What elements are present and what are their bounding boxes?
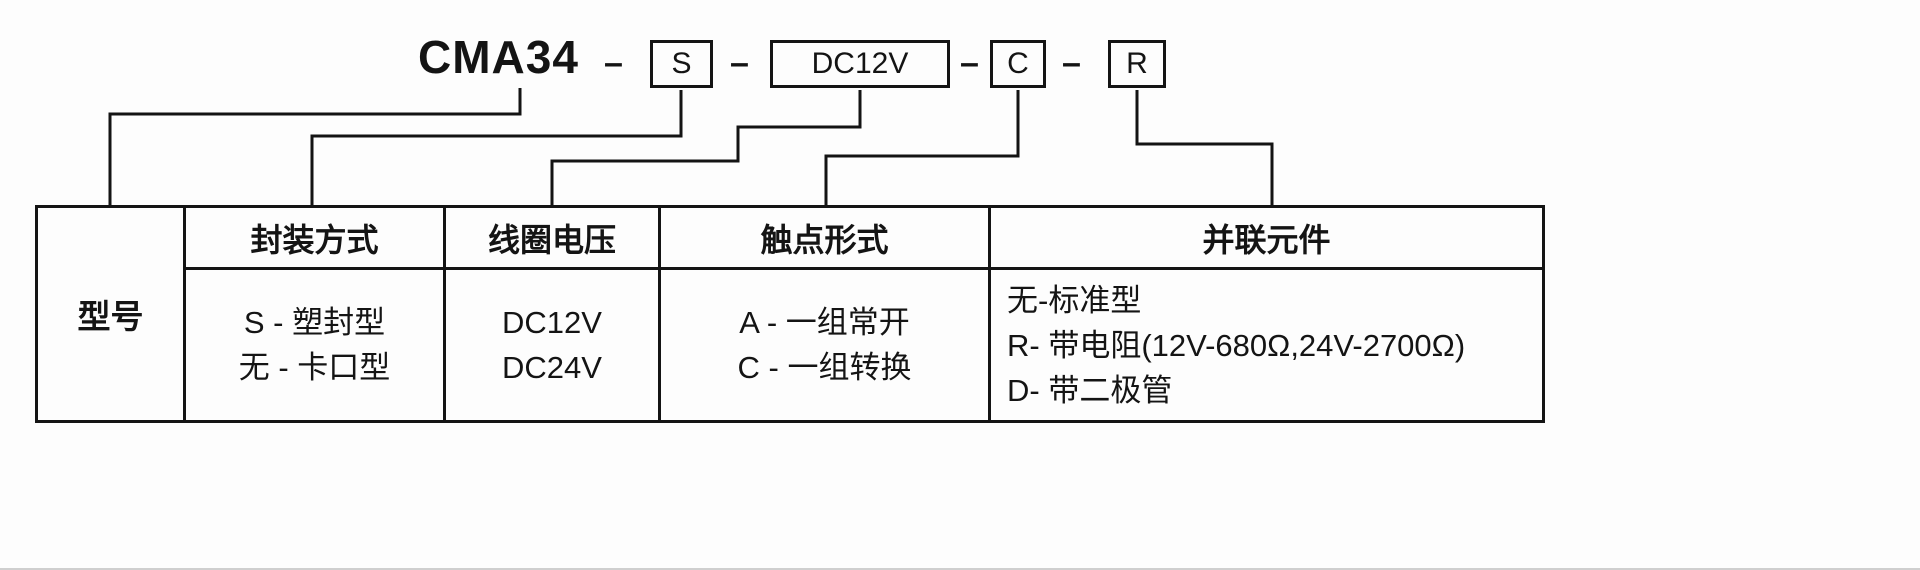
column-contact-form-body: A - 一组常开 C - 一组转换 [661,270,988,420]
column-model-header: 型号 [77,298,144,335]
connector-contact-form [824,90,1020,208]
table-cell: DC12V [502,305,602,340]
connector-model [108,88,522,208]
table-cell: 无-标准型 [1007,282,1142,318]
column-contact-form-header: 触点形式 [661,208,988,270]
table-cell: R- 带电阻(12V-680Ω,24V-2700Ω) [1007,327,1466,363]
table-cell: S - 塑封型 [243,305,386,340]
code-box-coil-voltage: DC12V [770,40,950,88]
code-box-package: S [650,40,713,88]
dash-separator: – [1062,44,1081,82]
column-coil-voltage-header: 线圈电压 [446,208,658,270]
table-cell: C - 一组转换 [737,350,912,385]
column-package-body: S - 塑封型 无 - 卡口型 [186,270,443,420]
model-name: CMA34 [418,31,579,83]
dash-separator: – [730,44,749,82]
table-cell: DC24V [502,350,602,385]
connector-package [310,90,683,208]
table-cell: D- 带二极管 [1007,372,1173,408]
column-parallel-element: 并联元件 无-标准型 R- 带电阻(12V-680Ω,24V-2700Ω) D-… [988,208,1542,420]
column-package-header: 封装方式 [186,208,443,270]
code-box-contact-form: C [990,40,1046,88]
table-cell: 无 - 卡口型 [238,350,391,385]
spec-table: 型号 封装方式 S - 塑封型 无 - 卡口型 线圈电压 DC12V DC24V… [35,205,1545,423]
connector-coil-voltage [550,90,862,208]
column-contact-form: 触点形式 A - 一组常开 C - 一组转换 [658,208,988,420]
code-box-parallel-element: R [1108,40,1166,88]
column-coil-voltage: 线圈电压 DC12V DC24V [443,208,658,420]
column-coil-voltage-body: DC12V DC24V [446,270,658,420]
column-model: 型号 [38,208,183,420]
dash-separator: – [960,44,979,82]
column-parallel-element-body: 无-标准型 R- 带电阻(12V-680Ω,24V-2700Ω) D- 带二极管 [991,270,1542,420]
page-edge-line [0,568,1920,570]
column-parallel-element-header: 并联元件 [991,208,1542,270]
connector-parallel-element [1135,90,1274,208]
dash-separator: – [604,44,623,82]
table-cell: A - 一组常开 [739,305,910,340]
column-package: 封装方式 S - 塑封型 无 - 卡口型 [183,208,443,420]
